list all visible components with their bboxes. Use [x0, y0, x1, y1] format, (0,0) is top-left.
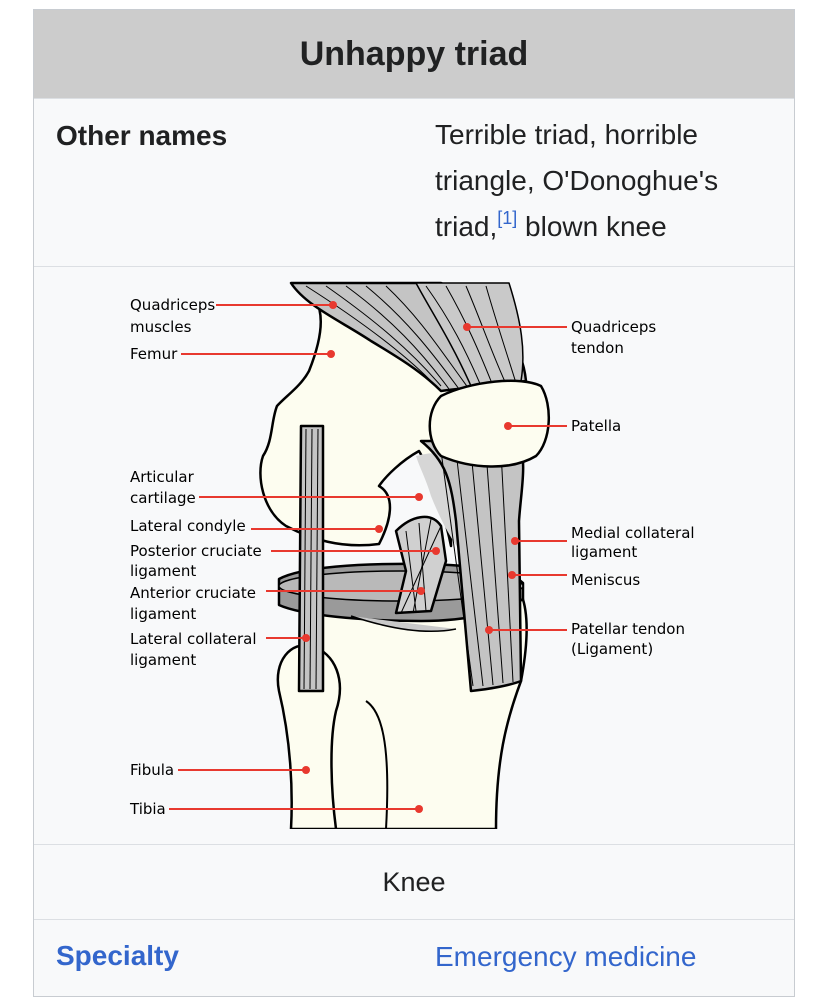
- other-names-line: triangle, O'Donoghue's: [435, 165, 719, 196]
- label-medial-collateral: Medial collateral: [571, 524, 695, 542]
- specialty-label-link[interactable]: Specialty: [56, 940, 179, 971]
- other-names-text: blown knee: [517, 211, 667, 242]
- divider: [34, 844, 794, 845]
- label-quadriceps-muscles: Quadriceps: [130, 296, 215, 314]
- image-caption: Knee: [382, 866, 446, 897]
- label-lateral-collateral: ligament: [130, 651, 196, 669]
- reference-link[interactable]: [1]: [497, 208, 518, 228]
- infobox-title: Unhappy triad: [34, 10, 794, 98]
- divider: [34, 266, 794, 267]
- knee-diagram[interactable]: Quadriceps muscles Femur Articular carti…: [34, 268, 794, 844]
- specialty-value-link[interactable]: Emergency medicine: [435, 941, 697, 972]
- label-patella: Patella: [571, 417, 621, 435]
- patellar-tendon: [419, 439, 525, 693]
- other-names-line: triad,[1] blown knee: [435, 204, 775, 250]
- label-meniscus: Meniscus: [571, 571, 640, 589]
- label-posterior-cruciate: Posterior cruciate: [130, 542, 262, 560]
- label-tibia: Tibia: [129, 800, 166, 818]
- label-lateral-collateral: Lateral collateral: [130, 630, 257, 648]
- divider: [34, 98, 794, 99]
- label-quadriceps-muscles: muscles: [130, 318, 192, 336]
- label-posterior-cruciate: ligament: [130, 562, 196, 580]
- label-lateral-condyle: Lateral condyle: [130, 517, 246, 535]
- label-articular-cartilage: Articular: [130, 468, 195, 486]
- knee-diagram-area: Quadriceps muscles Femur Articular carti…: [34, 268, 794, 844]
- patella-bone: [428, 379, 551, 468]
- label-anterior-cruciate: Anterior cruciate: [130, 584, 256, 602]
- label-medial-collateral: ligament: [571, 543, 637, 561]
- other-names-label: Other names: [56, 120, 228, 151]
- other-names-line: Terrible triad, horrible: [435, 119, 698, 150]
- label-fibula: Fibula: [130, 761, 174, 779]
- label-quadriceps-tendon: tendon: [571, 339, 624, 357]
- label-articular-cartilage: cartilage: [130, 489, 196, 507]
- other-names-text: triad,: [435, 211, 498, 242]
- label-femur: Femur: [130, 345, 178, 363]
- label-patellar-tendon: (Ligament): [571, 640, 653, 658]
- label-patellar-tendon: Patellar tendon: [571, 620, 685, 638]
- infobox: Unhappy triad Other names Terrible triad…: [33, 9, 795, 997]
- label-quadriceps-tendon: Quadriceps: [571, 318, 656, 336]
- other-names-value: Terrible triad, horrible triangle, O'Don…: [435, 112, 775, 250]
- label-anterior-cruciate: ligament: [130, 605, 196, 623]
- divider: [34, 919, 794, 920]
